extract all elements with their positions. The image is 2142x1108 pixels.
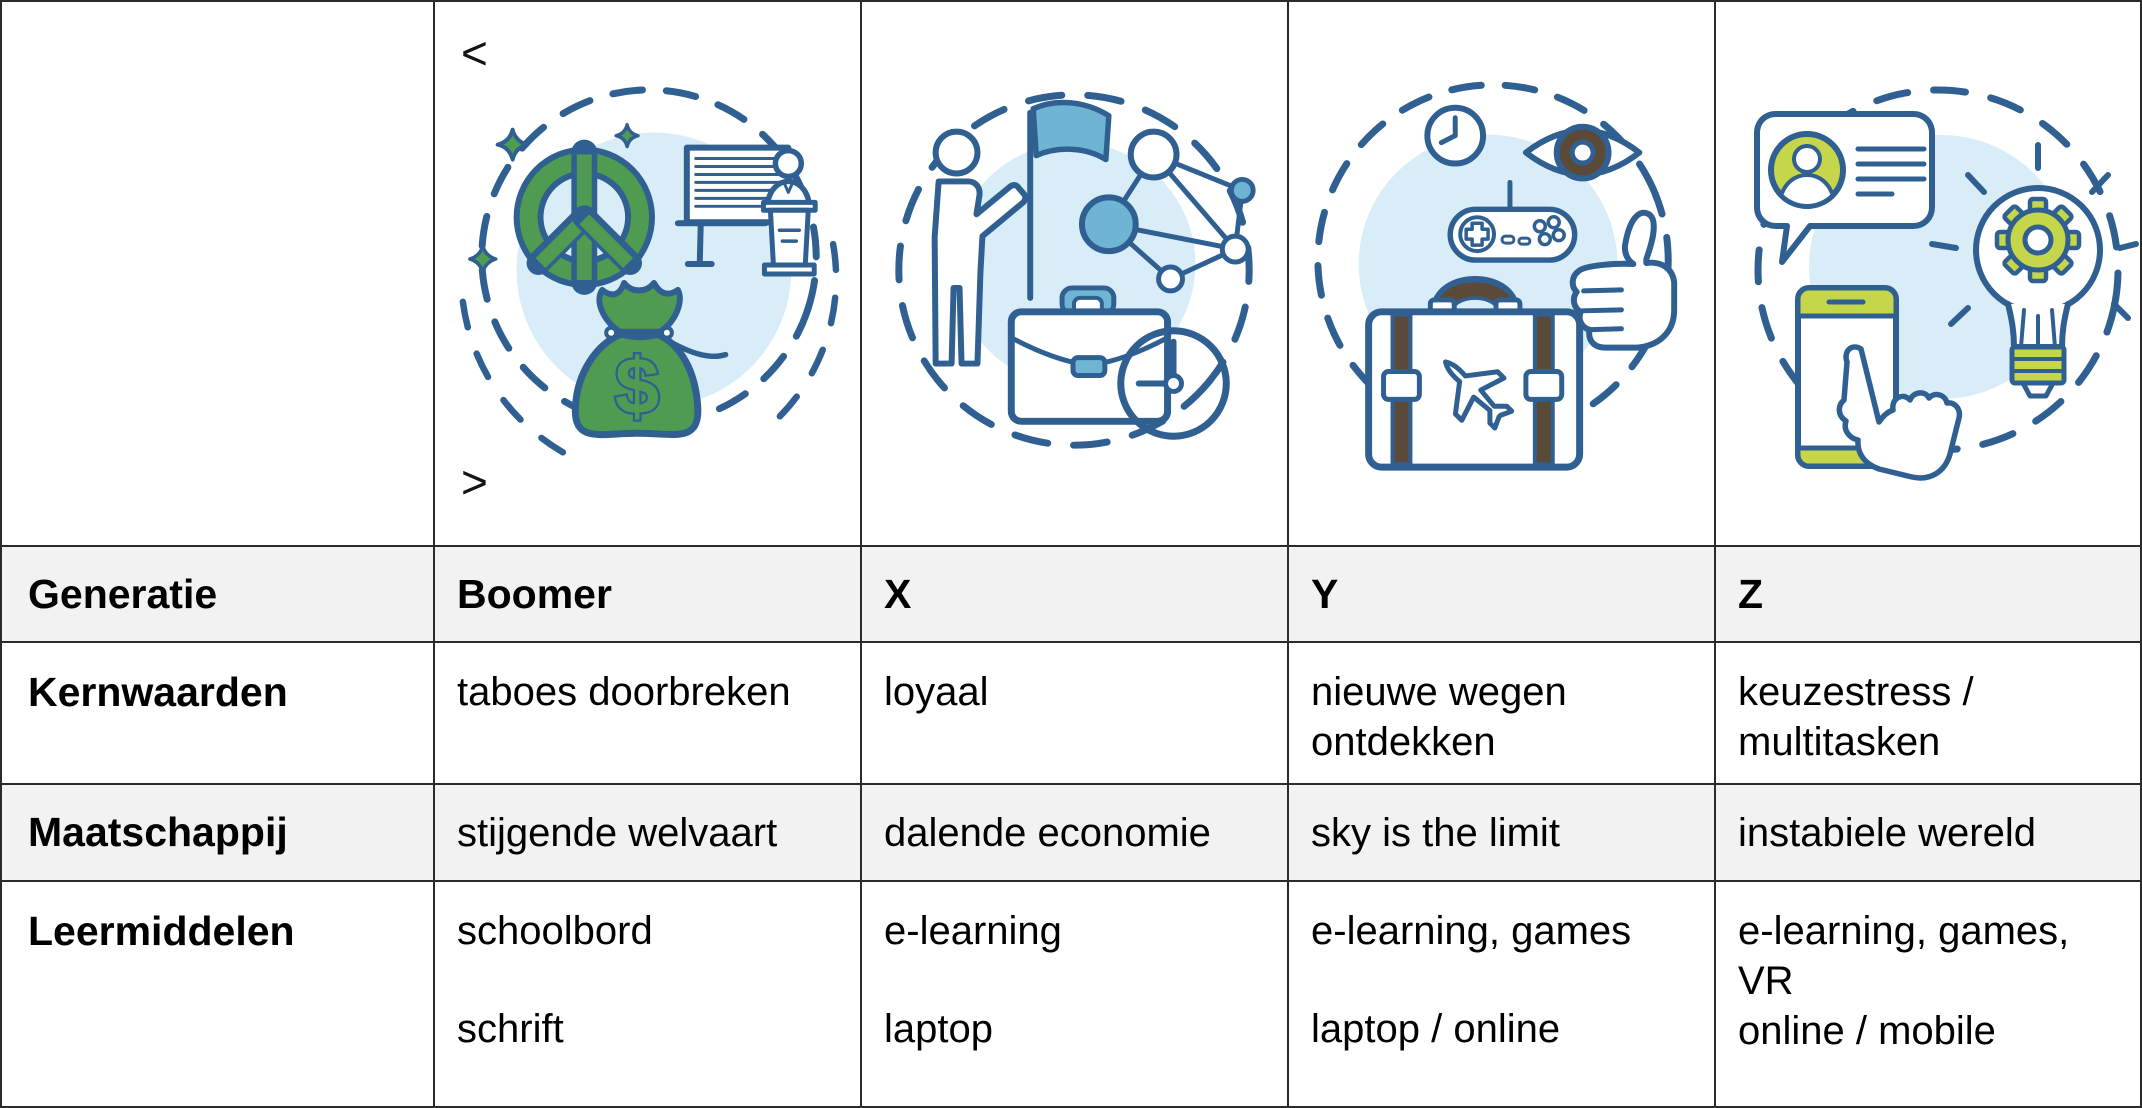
cell-maatschappij-z: instabiele wereld bbox=[1716, 785, 2140, 882]
previous-arrow-button[interactable]: < bbox=[461, 27, 488, 79]
dashed-ring bbox=[459, 86, 840, 457]
leermiddelen-primary: schoolbord bbox=[457, 909, 653, 953]
cell-kernwaarden-y: nieuwe wegen ontdekken bbox=[1289, 643, 1716, 785]
lightbulb-gear-icon bbox=[1929, 142, 2139, 399]
leermiddelen-primary: e-learning, games bbox=[1311, 909, 1632, 953]
network-graph-icon bbox=[1078, 128, 1256, 294]
leermiddelen-secondary: laptop bbox=[884, 1007, 993, 1051]
peace-sign-icon bbox=[513, 139, 655, 295]
cell-leermiddelen-x: e-learning laptop bbox=[862, 882, 1289, 1106]
presentation-board-icon bbox=[674, 144, 792, 268]
cell-generatie-y: Y bbox=[1289, 547, 1716, 643]
cell-leermiddelen-y: e-learning, games laptop / online bbox=[1289, 882, 1716, 1106]
illustration-cell-z bbox=[1716, 2, 2140, 547]
gear-icon bbox=[1994, 196, 2082, 284]
money-bag-icon: $ bbox=[571, 279, 729, 439]
suitcase-icon bbox=[1365, 276, 1584, 471]
airplane-icon bbox=[1443, 359, 1515, 431]
corner-empty-cell bbox=[2, 2, 435, 547]
cell-kernwaarden-x: loyaal bbox=[862, 643, 1289, 785]
briefcase-icon bbox=[1007, 285, 1172, 425]
eye-icon bbox=[1522, 123, 1643, 182]
clock-icon bbox=[1424, 104, 1487, 167]
chat-bubble-icon bbox=[1754, 111, 1935, 265]
leermiddelen-secondary: schrift bbox=[457, 1007, 564, 1051]
cell-kernwaarden-boomer: taboes doorbreken bbox=[435, 643, 862, 785]
person-icon bbox=[931, 128, 1029, 367]
row-label-generatie: Generatie bbox=[2, 547, 435, 643]
dashed-ring bbox=[1754, 86, 2122, 454]
row-label-kernwaarden: Kernwaarden bbox=[2, 643, 435, 785]
boomer-illustration: $ bbox=[459, 86, 840, 457]
thumbs-up-icon bbox=[1569, 209, 1678, 351]
leermiddelen-primary: e-learning, games, VR bbox=[1738, 909, 2070, 1003]
leermiddelen-secondary: laptop / online bbox=[1311, 1007, 1561, 1051]
dollar-sign: $ bbox=[615, 341, 659, 430]
clock-icon bbox=[1117, 327, 1230, 440]
cell-leermiddelen-z: e-learning, games, VR online / mobile bbox=[1716, 882, 2140, 1106]
illustration-cell-x bbox=[862, 2, 1289, 547]
game-controller-icon bbox=[1447, 179, 1578, 263]
cell-generatie-boomer: Boomer bbox=[435, 547, 862, 643]
sparkle-icon bbox=[468, 122, 640, 274]
y-illustration bbox=[1314, 81, 1678, 471]
cell-kernwaarden-z: keuzestress / multitasken bbox=[1716, 643, 2140, 785]
cell-maatschappij-y: sky is the limit bbox=[1289, 785, 1716, 882]
bubble-text-lines bbox=[1855, 146, 1927, 197]
cell-maatschappij-x: dalende economie bbox=[862, 785, 1289, 882]
row-label-maatschappij: Maatschappij bbox=[2, 785, 435, 882]
tap-hand-icon bbox=[1836, 344, 1963, 481]
speaker-podium-icon bbox=[760, 147, 818, 277]
cell-generatie-z: Z bbox=[1716, 547, 2140, 643]
illustration-cell-boomer: < > bbox=[435, 2, 862, 547]
leermiddelen-primary: e-learning bbox=[884, 909, 1062, 953]
cell-leermiddelen-boomer: schoolbord schrift bbox=[435, 882, 862, 1106]
cell-maatschappij-boomer: stijgende welvaart bbox=[435, 785, 862, 882]
cell-generatie-x: X bbox=[862, 547, 1289, 643]
next-arrow-button[interactable]: > bbox=[461, 456, 488, 508]
flag-icon bbox=[1027, 99, 1112, 301]
x-illustration bbox=[895, 91, 1256, 449]
illustration-cell-y bbox=[1289, 2, 1716, 547]
light-rays bbox=[1929, 142, 2139, 327]
z-illustration bbox=[1754, 86, 2139, 481]
row-label-leermiddelen: Leermiddelen bbox=[2, 882, 435, 1106]
leermiddelen-secondary: online / mobile bbox=[1738, 1009, 1996, 1053]
